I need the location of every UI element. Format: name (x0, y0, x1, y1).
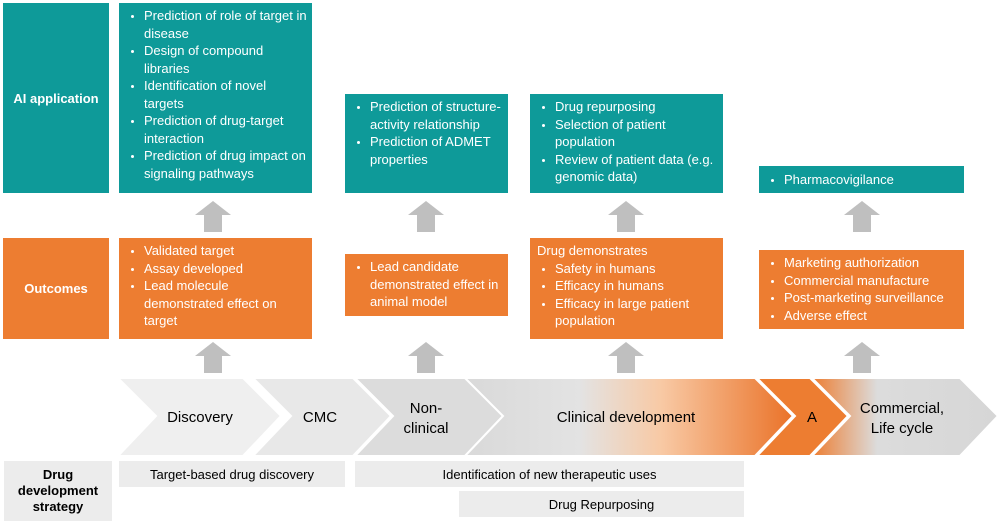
list-item: Identification of novel targets (144, 77, 308, 112)
list-item: Assay developed (144, 260, 308, 278)
ai-box-discovery: Prediction of role of target in disease … (119, 3, 312, 193)
stage-label-clinical: Clinical development (557, 409, 696, 426)
list-item: Prediction of role of target in disease (144, 7, 308, 42)
list-item: Prediction of structure-activity relatio… (370, 98, 504, 133)
list-item: Prediction of drug impact on signaling p… (144, 147, 308, 182)
list-item: Efficacy in large patient population (555, 295, 719, 330)
chevron-commercial (809, 377, 1000, 457)
list-item: Commercial manufacture (784, 272, 960, 290)
outcomes-label-text: Outcomes (24, 281, 88, 296)
chevron-discovery (115, 377, 283, 457)
outcome-list-nonclinical: Lead candidate demonstrated effect in an… (350, 258, 504, 311)
chevron-cmc (250, 377, 393, 457)
outcome-list-discovery: Validated target Assay developed Lead mo… (124, 242, 308, 330)
ai-list-discovery: Prediction of role of target in disease … (124, 7, 308, 182)
strategy-label: Drug development strategy (4, 461, 112, 521)
chevron-a (754, 377, 850, 457)
list-item: Marketing authorization (784, 254, 960, 272)
list-item: Review of patient data (e.g. genomic dat… (555, 151, 719, 186)
stage-label-discovery: Discovery (167, 409, 233, 426)
list-item: Design of compound libraries (144, 42, 308, 77)
strategy-target-based-text: Target-based drug discovery (149, 466, 315, 482)
ai-application-label-text: AI application (13, 90, 99, 106)
list-item: Selection of patient population (555, 116, 719, 151)
strategy-new-uses: Identification of new therapeutic uses (355, 461, 744, 487)
outcome-list-clinical: Safety in humans Efficacy in humans Effi… (535, 260, 719, 330)
ai-list-commercial: Pharmacovigilance (764, 171, 960, 189)
list-item: Adverse effect (784, 307, 960, 325)
strategy-repurposing: Drug Repurposing (459, 491, 744, 517)
ai-box-nonclinical: Prediction of structure-activity relatio… (345, 94, 508, 193)
list-item: Prediction of drug-target interaction (144, 112, 308, 147)
list-item: Lead candidate demonstrated effect in an… (370, 258, 504, 311)
stage-label-nonclinical-2: clinical (403, 420, 448, 437)
ai-box-commercial: Pharmacovigilance (759, 166, 964, 193)
list-item: Post-marketing surveillance (784, 289, 960, 307)
list-item: Prediction of ADMET properties (370, 133, 504, 168)
list-item: Pharmacovigilance (784, 171, 960, 189)
list-item: Safety in humans (555, 260, 719, 278)
outcome-list-commercial: Marketing authorization Commercial manuf… (764, 254, 960, 324)
strategy-label-text: Drug development strategy (17, 467, 99, 514)
outcome-box-commercial: Marketing authorization Commercial manuf… (759, 250, 964, 329)
strategy-target-based: Target-based drug discovery (119, 461, 345, 487)
stage-label-commercial-2: Life cycle (871, 420, 934, 437)
ai-list-nonclinical: Prediction of structure-activity relatio… (350, 98, 504, 168)
outcome-box-clinical: Drug demonstrates Safety in humans Effic… (530, 238, 723, 339)
list-item: Validated target (144, 242, 308, 260)
stage-label-commercial-1: Commercial, (860, 400, 944, 417)
stage-label-nonclinical-1: Non- (410, 400, 443, 417)
list-item: Efficacy in humans (555, 277, 719, 295)
outcome-box-discovery: Validated target Assay developed Lead mo… (119, 238, 312, 339)
stage-label-a: A (807, 409, 817, 426)
outcome-lead-text: Drug demonstrates (537, 243, 648, 258)
list-item: Lead molecule demonstrated effect on tar… (144, 277, 308, 330)
list-item: Drug repurposing (555, 98, 719, 116)
stage-label-cmc: CMC (303, 409, 337, 426)
chevron-clinical (462, 377, 795, 457)
ai-application-label: AI application (3, 3, 109, 193)
strategy-new-uses-text: Identification of new therapeutic uses (442, 466, 657, 482)
outcomes-label: Outcomes (3, 238, 109, 339)
outcome-box-nonclinical: Lead candidate demonstrated effect in an… (345, 254, 508, 316)
strategy-repurposing-text: Drug Repurposing (548, 496, 655, 512)
ai-box-clinical: Drug repurposing Selection of patient po… (530, 94, 723, 193)
ai-list-clinical: Drug repurposing Selection of patient po… (535, 98, 719, 186)
